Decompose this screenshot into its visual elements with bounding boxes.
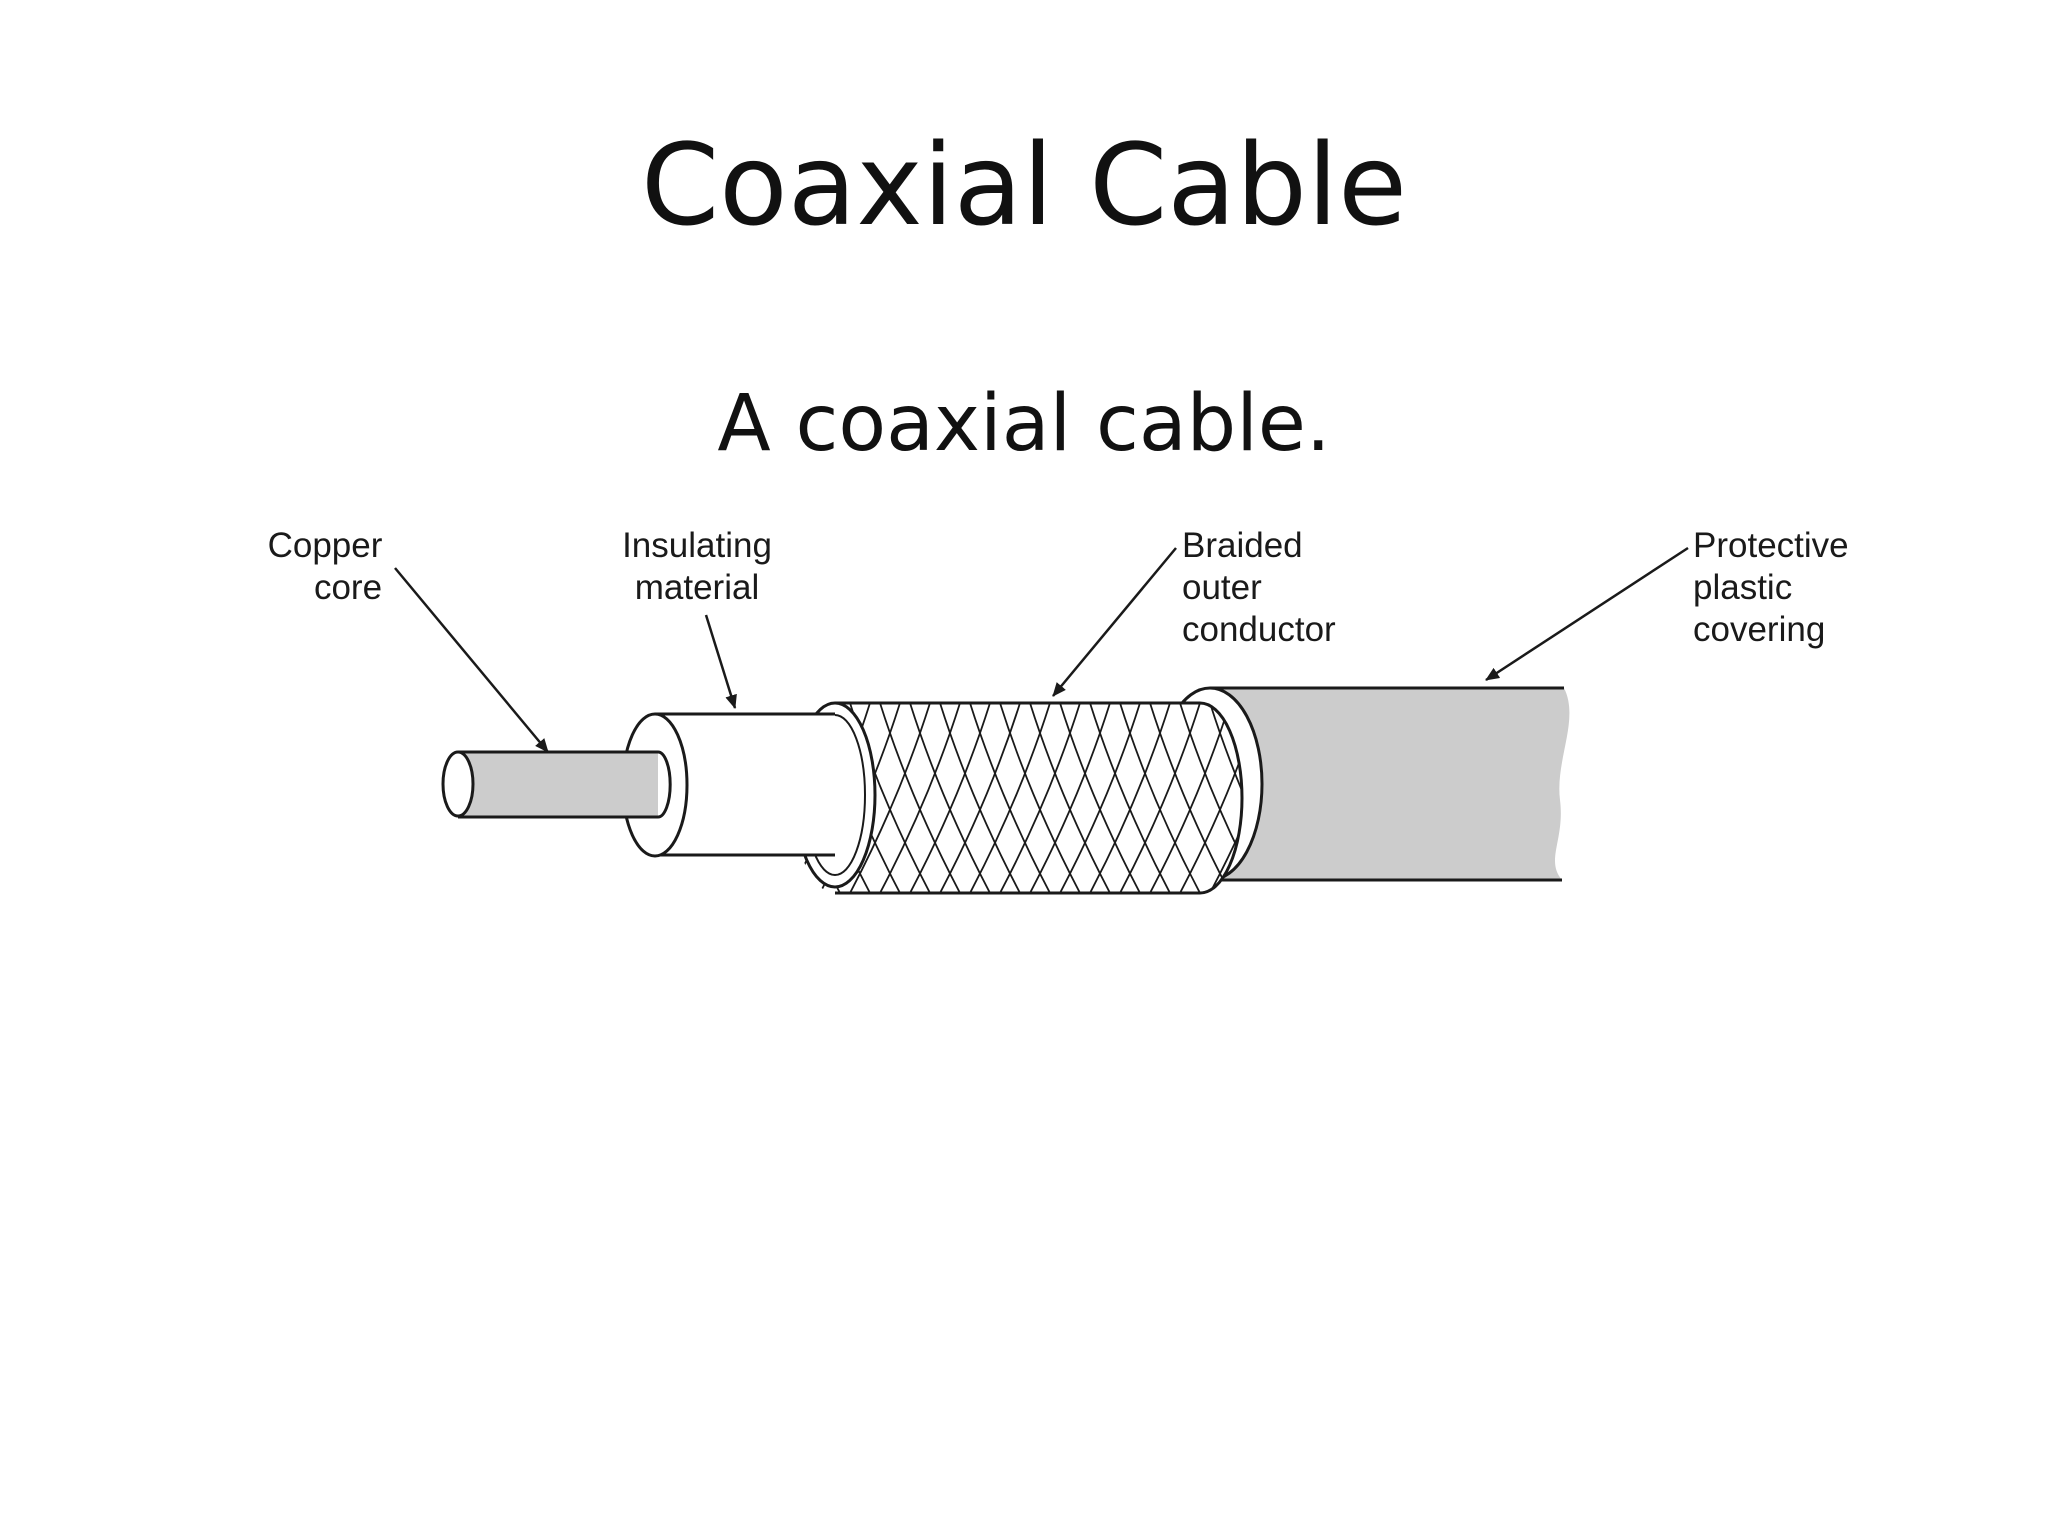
label-protective-plastic-covering: Protective plastic covering <box>1693 526 1849 649</box>
braid-strand <box>939 703 1021 893</box>
braid-strand <box>1089 703 1171 893</box>
braid-strand <box>879 703 961 893</box>
braid-body <box>793 703 1242 893</box>
braid-strand <box>1029 703 1111 893</box>
label-copper-core-line2: core <box>314 568 382 607</box>
braid-strand <box>1059 703 1141 893</box>
braid-strand <box>1149 703 1231 893</box>
label-braided-outer-conductor: Braided outer conductor <box>1182 526 1336 649</box>
label-braided-line1: Braided <box>1182 526 1303 565</box>
label-insulating-material: Insulating material <box>622 526 772 607</box>
label-braided-line2: outer <box>1182 568 1262 607</box>
braid-strand <box>1149 703 1231 893</box>
core-end-face <box>441 750 475 818</box>
arrow-braided-outer-conductor <box>1052 547 1177 697</box>
braid-strand <box>879 703 961 893</box>
braid-strand <box>1179 703 1242 893</box>
leader-arrows <box>394 546 1689 753</box>
label-insulating-material-line1: Insulating <box>622 526 772 565</box>
braid-strand <box>849 703 931 893</box>
braid-strand <box>1059 703 1141 893</box>
arrow-protective-plastic-covering <box>1485 546 1689 682</box>
label-insulating-material-line2: material <box>635 568 759 607</box>
slide-subtitle: A coaxial cable. <box>717 379 1331 469</box>
slide-title: Coaxial Cable <box>640 121 1408 251</box>
braid-strand <box>1089 703 1171 893</box>
braid-strand <box>909 703 991 893</box>
braid-strand <box>909 703 991 893</box>
braid-strand <box>1209 703 1242 893</box>
arrow-copper-core <box>394 567 549 753</box>
label-protective-line2: plastic <box>1693 568 1792 607</box>
braid-strand <box>1209 703 1242 893</box>
label-copper-core: Copper core <box>268 526 383 607</box>
braid-strand <box>1119 703 1201 893</box>
label-protective-line3: covering <box>1693 610 1825 649</box>
label-braided-line3: conductor <box>1182 610 1336 649</box>
label-copper-core-line1: Copper <box>268 526 383 565</box>
braid-strand <box>969 703 1051 893</box>
braid-strand <box>969 703 1051 893</box>
braid-strand <box>939 703 1021 893</box>
core-body <box>458 752 658 817</box>
braid-strand <box>1029 703 1111 893</box>
braid-right-edge <box>1199 701 1244 895</box>
braid-strand <box>999 703 1081 893</box>
arrow-insulating-material <box>704 614 737 709</box>
braid-strand <box>1119 703 1201 893</box>
label-protective-line1: Protective <box>1693 526 1849 565</box>
braid-strand <box>1179 703 1242 893</box>
core-right-edge <box>657 750 672 819</box>
jacket-body <box>1210 688 1570 880</box>
braid-strand <box>999 703 1081 893</box>
copper-core <box>441 750 672 819</box>
